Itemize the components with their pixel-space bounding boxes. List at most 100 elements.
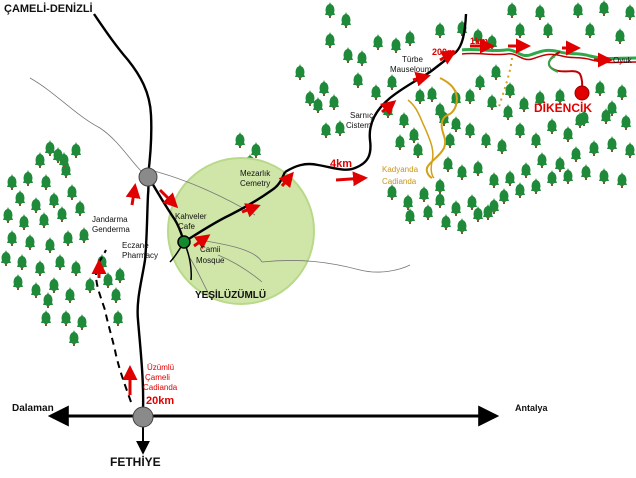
village-center-point <box>177 235 191 249</box>
label-jandarma: Jandarma <box>92 215 128 224</box>
arrow-11 <box>439 50 457 65</box>
tree-icon <box>585 22 595 38</box>
tree-icon <box>63 230 73 246</box>
tree-icon <box>487 94 497 110</box>
tree-icon <box>621 114 631 130</box>
label-eczane: Eczane <box>122 241 149 250</box>
tree-icon <box>521 162 531 178</box>
tree-icon <box>35 260 45 276</box>
tree-icon <box>403 194 413 210</box>
tree-icon <box>537 152 547 168</box>
arrow-5 <box>193 234 211 250</box>
tree-icon <box>49 277 59 293</box>
tree-icon <box>103 272 113 288</box>
tree-icon <box>343 47 353 63</box>
tree-icon <box>607 136 617 152</box>
tree-icon <box>515 22 525 38</box>
arrow-4 <box>158 188 179 209</box>
path-dotted <box>497 57 513 111</box>
tree-icon <box>75 200 85 216</box>
tree-icon <box>531 178 541 194</box>
label-fethiye: FETHİYE <box>110 454 161 469</box>
old-road-dashed <box>94 249 132 403</box>
tree-icon <box>489 172 499 188</box>
tree-icon <box>405 208 415 224</box>
label-oyuk: Oyuk <box>613 56 633 65</box>
label-kahveler: Kahveler <box>175 212 207 221</box>
tree-icon <box>555 156 565 172</box>
label-4km: 4km <box>330 158 352 170</box>
tree-icon <box>71 260 81 276</box>
tree-icon <box>423 204 433 220</box>
tree-icon <box>371 84 381 100</box>
junction-highway <box>132 406 154 428</box>
labels: ÇAMELİ-DENİZLİ FETHİYE Dalaman Antalya J… <box>4 2 633 469</box>
tree-icon <box>607 100 617 116</box>
tree-icon <box>113 310 123 326</box>
label-cadianda-sign: Cadianda <box>143 383 178 392</box>
tree-icon <box>615 28 625 44</box>
tree-icon <box>515 122 525 138</box>
tree-icon <box>387 74 397 90</box>
label-yesiluzumlu: YEŞİLÜZÜMLÜ <box>195 288 266 301</box>
tree-icon <box>31 282 41 298</box>
tree-icon <box>497 138 507 154</box>
tree-icon <box>505 82 515 98</box>
tree-icon <box>25 234 35 250</box>
label-cameli-denizli: ÇAMELİ-DENİZLİ <box>4 2 93 15</box>
label-cafe: Cafe <box>178 222 195 231</box>
tree-icon <box>405 30 415 46</box>
label-kadyanda: Kadyanda <box>382 165 419 174</box>
tree-icon <box>45 140 55 156</box>
tree-icon <box>467 194 477 210</box>
tree-icon <box>77 314 87 330</box>
tree-icon <box>473 160 483 176</box>
tree-icon <box>413 142 423 158</box>
tree-icon <box>547 170 557 186</box>
tree-icon <box>543 22 553 38</box>
tree-icon <box>599 168 609 184</box>
arrow-3 <box>125 183 141 206</box>
arrow-6 <box>241 203 261 218</box>
tree-icon <box>15 190 25 206</box>
tree-icon <box>373 34 383 50</box>
label-mezarlik: Mezarlık <box>240 169 271 178</box>
label-turbe: Türbe <box>402 55 423 64</box>
tree-icon <box>341 12 351 28</box>
tree-icon <box>19 214 29 230</box>
tree-icon <box>617 172 627 188</box>
tree-icon <box>49 192 59 208</box>
tree-icon <box>39 212 49 228</box>
tree-icon <box>325 32 335 48</box>
tree-icon <box>489 198 499 214</box>
tree-icon <box>111 287 121 303</box>
tree-icon <box>519 96 529 112</box>
label-genderma: Genderma <box>92 225 130 234</box>
tree-icon <box>515 182 525 198</box>
tree-icon <box>595 80 605 96</box>
tree-icon <box>235 132 245 148</box>
tree-icon <box>563 126 573 142</box>
label-cistern: Cistern <box>346 121 371 130</box>
tree-icon <box>409 127 419 143</box>
tree-icon <box>435 178 445 194</box>
tree-icon <box>335 120 345 136</box>
tree-icon <box>69 330 79 346</box>
tree-icon <box>23 170 33 186</box>
route-green <box>461 47 636 60</box>
tree-icon <box>443 156 453 172</box>
label-antalya: Antalya <box>515 403 549 413</box>
tree-icon <box>531 132 541 148</box>
tree-icon <box>573 2 583 18</box>
road-to-cameli <box>93 13 153 177</box>
tree-icon <box>617 84 627 100</box>
direction-arrows <box>91 38 613 395</box>
tree-icon <box>395 134 405 150</box>
tree-icon <box>55 254 65 270</box>
tree-icon <box>451 200 461 216</box>
label-camii: Camii <box>200 245 221 254</box>
tree-icon <box>41 310 51 326</box>
tree-icon <box>499 188 509 204</box>
tree-icon <box>45 237 55 253</box>
